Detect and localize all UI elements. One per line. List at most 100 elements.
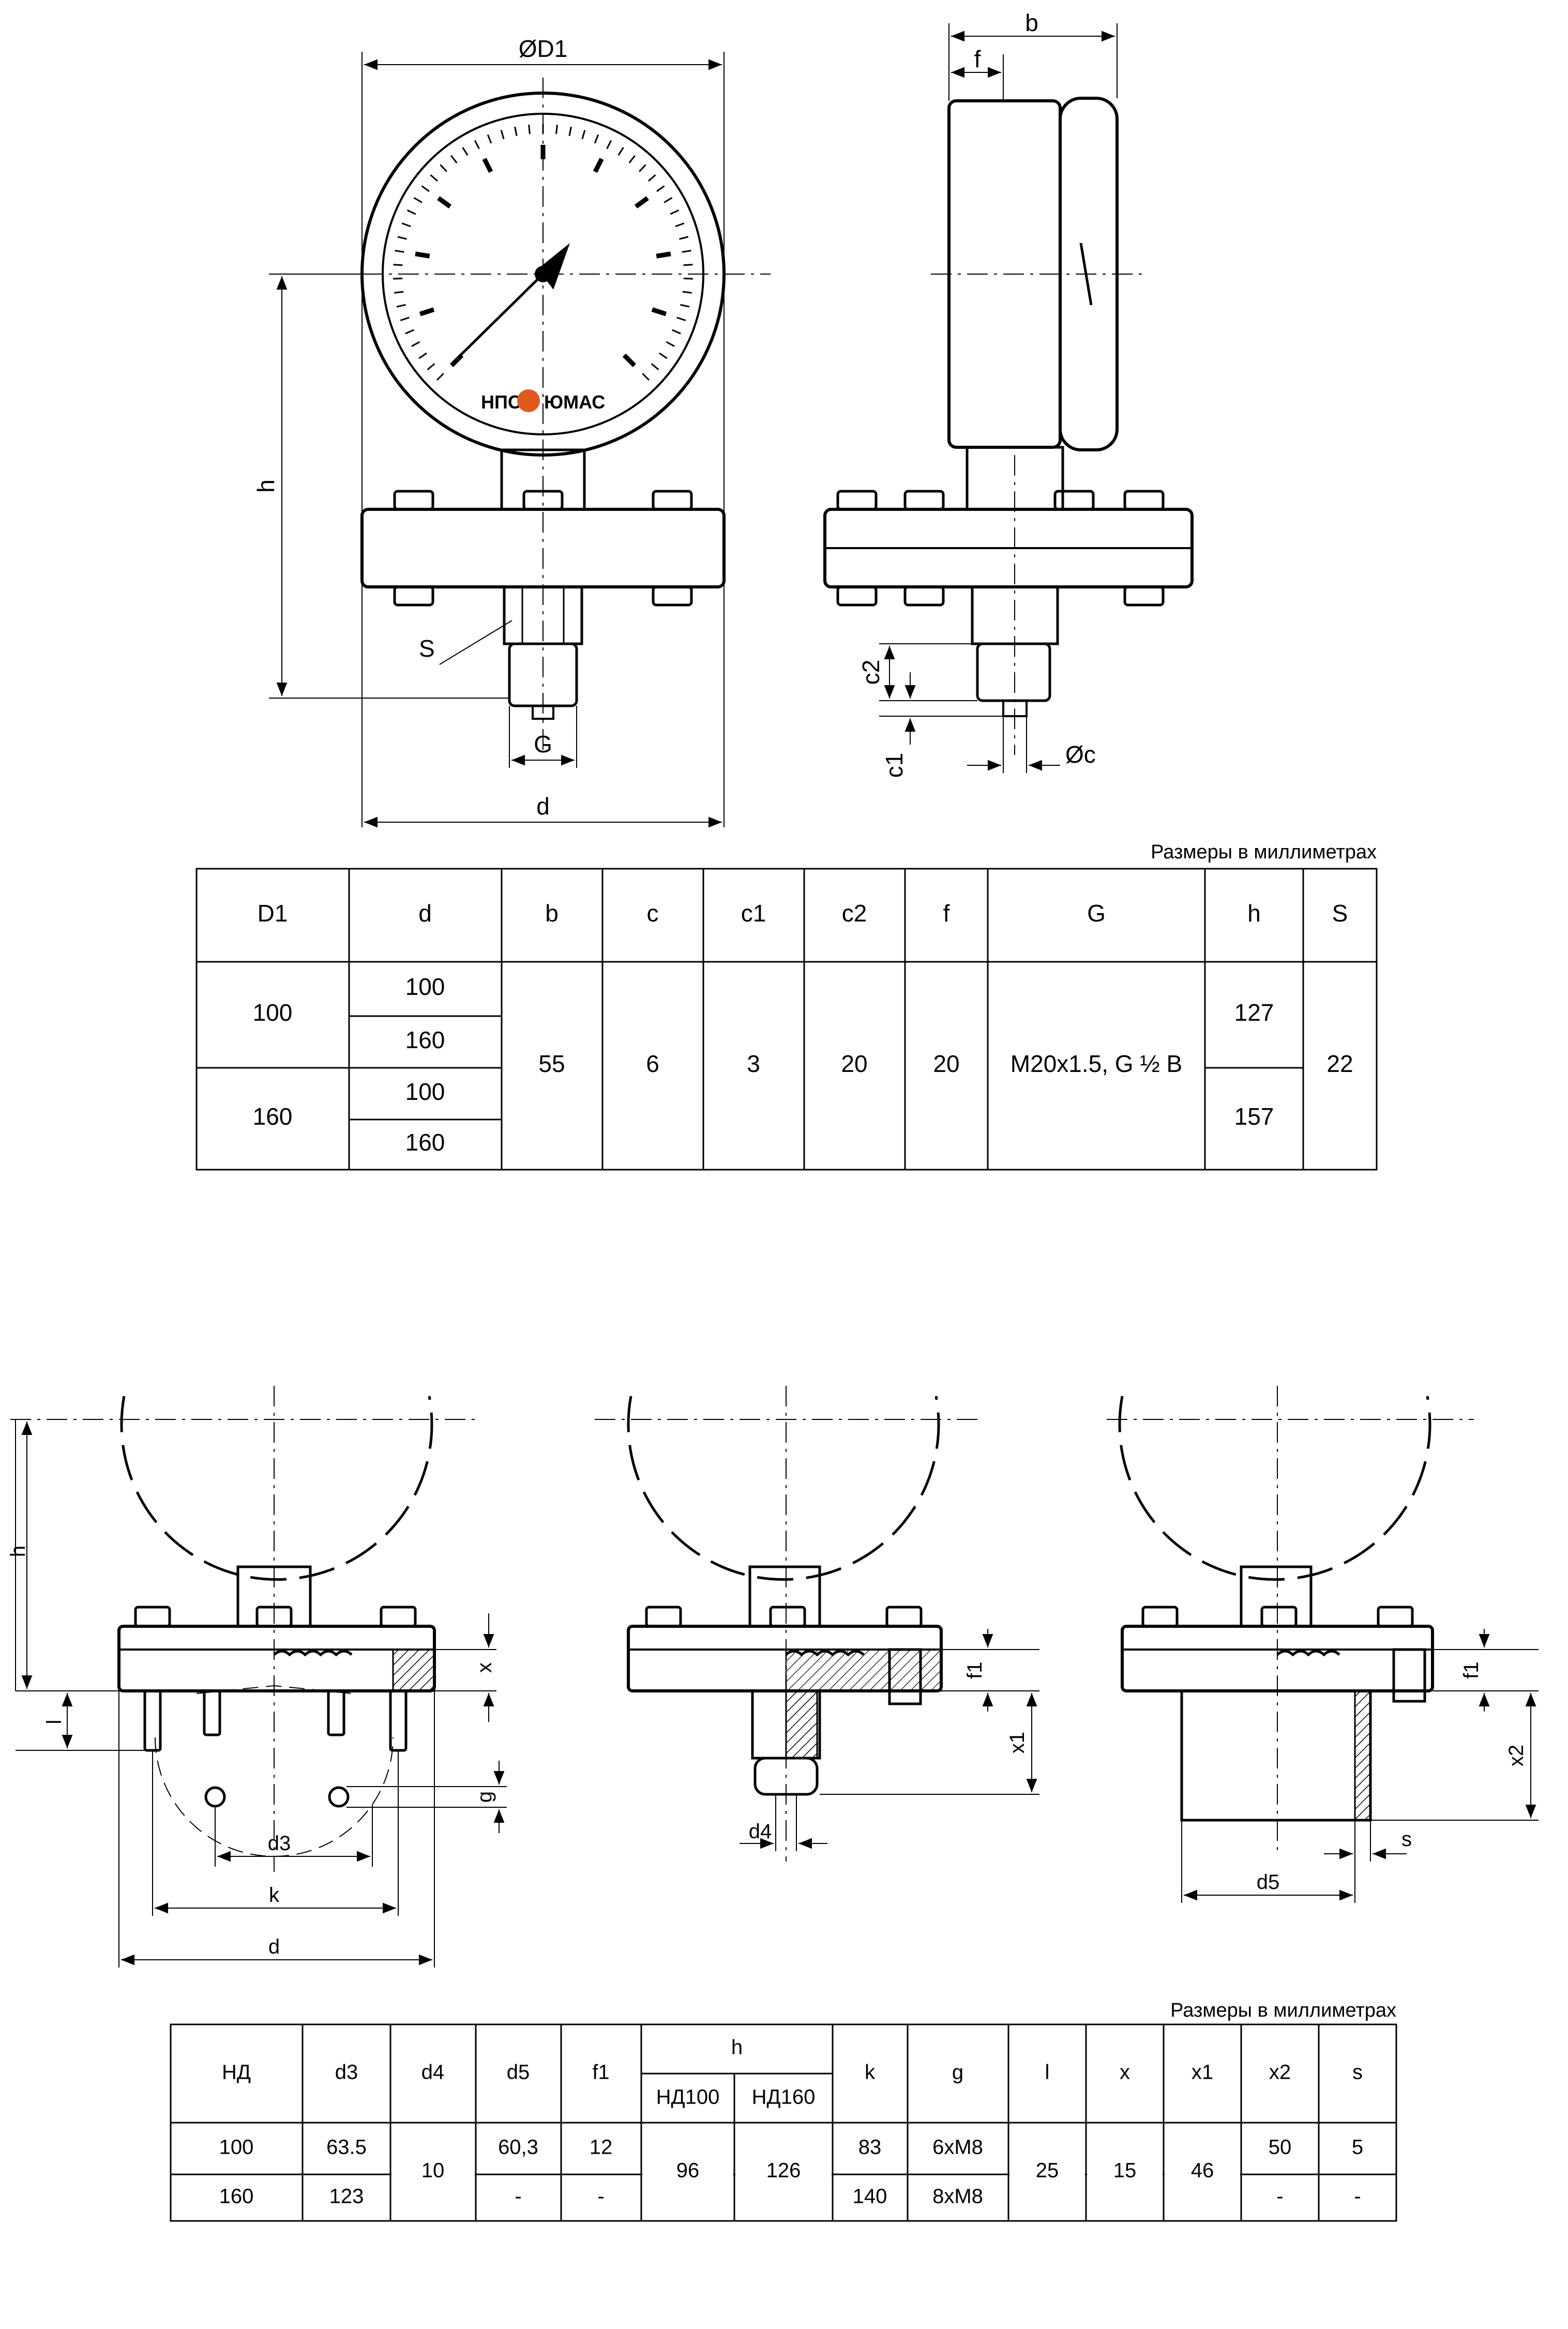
dial-tick <box>427 363 435 371</box>
dial-major-mark <box>415 251 430 259</box>
dial-tick <box>413 197 423 203</box>
dim-label-c2: c2 <box>857 660 884 685</box>
t2-header-s: s <box>1352 2061 1363 2084</box>
brand-logo: НПО ЮМАС <box>481 389 605 413</box>
t2-cell-x: 15 <box>1113 2159 1137 2182</box>
t2-cell-x1: 46 <box>1191 2159 1214 2182</box>
table1-units-note: Размеры в миллиметрах <box>1151 841 1377 863</box>
dial-tick <box>487 134 492 144</box>
dial-tick <box>648 174 656 182</box>
t1-header-f: f <box>943 900 950 927</box>
t2-cell-l: 25 <box>1036 2159 1059 2182</box>
flange-view-2-dimensions <box>740 1629 1039 1851</box>
dial-tick <box>401 222 411 228</box>
dim-label-c: Øc <box>1065 741 1096 768</box>
dial-tick <box>639 164 646 172</box>
t2-header-x2: x2 <box>1269 2061 1291 2084</box>
hatch-section <box>785 1690 818 1759</box>
t2-cell-f1: 12 <box>590 2136 613 2159</box>
front-view-dimensions <box>269 52 725 828</box>
dial-tick <box>450 155 458 163</box>
dial-tick <box>594 134 599 144</box>
dial-tick <box>628 155 636 163</box>
t1-cell-d: 160 <box>405 1129 445 1156</box>
dial-tick <box>528 125 531 134</box>
t1-cell-d: 160 <box>405 1026 445 1053</box>
t2-cell-d3: 63.5 <box>326 2136 367 2159</box>
dim2-label-k: k <box>269 1884 280 1907</box>
hatch-section <box>785 1649 942 1692</box>
table2-grid <box>170 2023 1397 2222</box>
dim2-label-d4: d4 <box>749 1820 772 1843</box>
t1-header-b: b <box>545 900 559 927</box>
t2-header-h160: НД160 <box>752 2086 816 2109</box>
t1-cell-f: 20 <box>933 1050 959 1077</box>
t2-header-d4: d4 <box>421 2061 445 2084</box>
t2-cell-nd: 100 <box>219 2136 254 2159</box>
t2-cell-h100: 96 <box>676 2159 700 2182</box>
side-view-dimensions <box>879 23 1118 773</box>
table1-headers: D1 d b c c1 c2 f G h S <box>258 900 1348 927</box>
t1-cell-c1: 3 <box>747 1050 760 1077</box>
dial-tick <box>500 130 505 140</box>
dim2-label-f1: f1 <box>1460 1661 1483 1678</box>
dial-major-mark <box>656 251 671 259</box>
dim-label-h: h <box>252 479 279 493</box>
dial-tick <box>462 147 469 156</box>
dim2-label-x2: x2 <box>1505 1745 1528 1766</box>
t2-cell-x2: 50 <box>1269 2136 1292 2159</box>
dial-tick <box>680 304 690 308</box>
t1-cell-G: M20x1.5, G ½ B <box>1011 1050 1182 1077</box>
dial-tick <box>406 209 416 215</box>
dial-tick <box>395 250 404 253</box>
dial-tick <box>670 209 680 215</box>
dial-tick <box>606 140 612 149</box>
t2-header-l: l <box>1045 2061 1050 2084</box>
dial-tick <box>617 147 624 156</box>
t1-header-c1: c1 <box>741 900 766 927</box>
dial-tick <box>397 236 407 240</box>
flange-view-1 <box>10 1386 476 1872</box>
dial-tick <box>418 352 427 359</box>
dial-tick <box>430 174 438 182</box>
t2-cell-f1: - <box>597 2185 604 2208</box>
dim-label-b: b <box>1025 9 1038 36</box>
table1-grid <box>195 868 1378 1171</box>
dim-label-d: d <box>536 793 550 820</box>
dial-major-mark <box>437 196 452 209</box>
dial-tick <box>405 329 414 335</box>
dim2-label-x1: x1 <box>1006 1732 1029 1753</box>
dim-label-S: S <box>419 635 435 662</box>
dial-major-mark <box>622 353 636 367</box>
dial-major-mark <box>419 307 435 316</box>
dial-tick <box>396 304 406 308</box>
dial-tick <box>656 185 665 192</box>
dial-tick <box>400 316 410 322</box>
flange-view-1-dimensions <box>15 1419 507 1968</box>
dial-tick <box>514 126 518 137</box>
dial-tick <box>642 373 650 381</box>
t2-cell-s: 5 <box>1352 2136 1363 2159</box>
dim2-label-d: d <box>268 1935 280 1958</box>
logo-name: ЮМАС <box>544 391 605 413</box>
t1-cell-c: 6 <box>646 1050 659 1077</box>
dim2-label-d3: d3 <box>268 1832 291 1855</box>
t1-cell-c2: 20 <box>841 1050 867 1077</box>
dim2-label-g: g <box>473 1791 496 1803</box>
dial-tick <box>568 126 572 137</box>
dial-tick <box>659 352 668 359</box>
dial-tick <box>440 164 447 172</box>
t2-cell-x2: - <box>1276 2185 1283 2208</box>
t2-cell-h160: 126 <box>766 2159 801 2182</box>
dim-label-G: G <box>534 731 552 758</box>
t1-cell-h-157: 157 <box>1234 1103 1274 1130</box>
dial-major-mark <box>593 158 604 173</box>
t1-header-D1: D1 <box>258 900 288 927</box>
dim2-label-s: s <box>1401 1828 1412 1851</box>
dim2-label-l: l <box>43 1720 66 1725</box>
dim2-label-f1: f1 <box>963 1661 986 1678</box>
dial-tick <box>675 222 685 228</box>
dial-tick <box>672 329 681 335</box>
dim2-label-h: h <box>7 1546 29 1557</box>
